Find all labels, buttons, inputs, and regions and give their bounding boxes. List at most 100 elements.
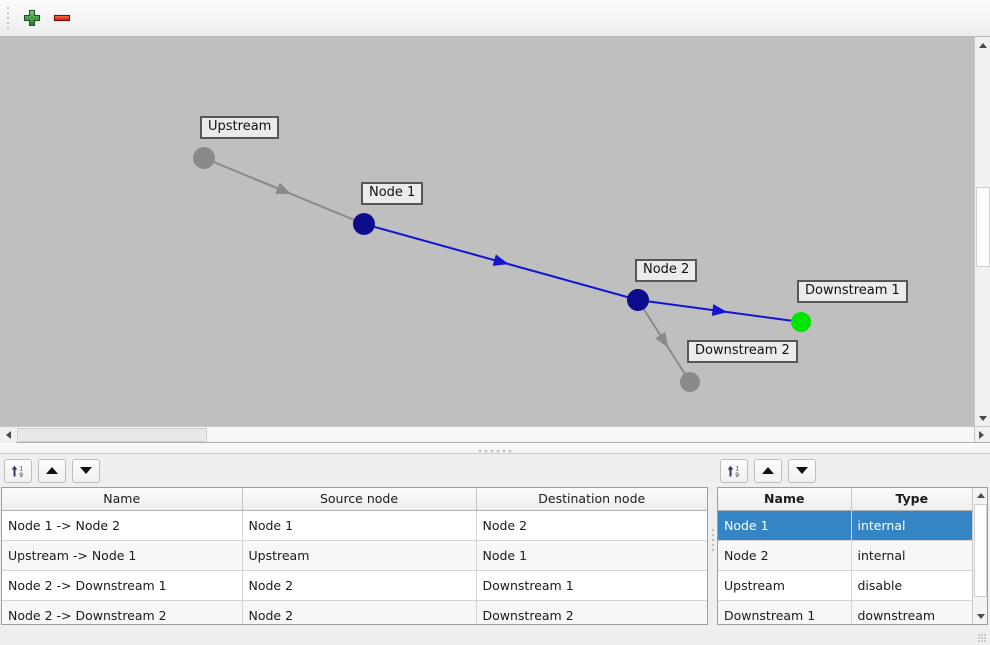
- edges-column-header-2[interactable]: Destination node: [476, 488, 707, 511]
- edges-cell[interactable]: Node 1: [476, 540, 707, 571]
- edges-cell[interactable]: Upstream: [242, 540, 477, 571]
- edge-arrow-icon: [711, 304, 728, 317]
- vertical-splitter[interactable]: [710, 454, 716, 625]
- svg-text:9: 9: [19, 472, 23, 479]
- sort-ascending-icon: 1 9: [11, 465, 23, 479]
- nodes-column-header-1[interactable]: Type: [851, 488, 972, 511]
- graph-node-label-downstream1[interactable]: Downstream 1: [797, 280, 908, 303]
- toolbar-drag-handle[interactable]: [2, 5, 13, 31]
- chevron-up-icon: [976, 493, 985, 498]
- edges-cell[interactable]: Node 2 -> Downstream 2: [2, 600, 243, 624]
- nodes-cell[interactable]: Node 1: [718, 510, 852, 541]
- graph-node-label-node2[interactable]: Node 2: [635, 259, 698, 282]
- nodes-move-up-button[interactable]: [754, 458, 782, 483]
- window-footer: [0, 625, 990, 645]
- edges-move-down-button[interactable]: [72, 458, 100, 483]
- edges-move-up-button[interactable]: [38, 458, 66, 483]
- chevron-down-icon: [976, 614, 985, 619]
- graph-node-downstream1[interactable]: [791, 312, 811, 332]
- svg-text:1: 1: [19, 465, 23, 472]
- edges-cell[interactable]: Node 2: [476, 510, 707, 541]
- nodes-panel-toolbar: 1 9: [716, 454, 990, 487]
- nodes-cell[interactable]: disable: [851, 570, 972, 601]
- canvas-horizontal-scrollbar[interactable]: [0, 426, 974, 443]
- canvas-scroll-up-button[interactable]: [975, 37, 990, 53]
- nodes-cell[interactable]: Downstream 1: [718, 600, 852, 624]
- nodes-scroll-thumb[interactable]: [974, 504, 987, 597]
- triangle-down-icon: [80, 467, 92, 474]
- sort-ascending-icon: 1 9: [727, 465, 739, 479]
- nodes-cell[interactable]: internal: [851, 510, 972, 541]
- canvas-horizontal-scroll-thumb[interactable]: [17, 428, 207, 442]
- nodes-table-scrollbar[interactable]: [972, 488, 987, 624]
- nodes-scroll-up-button[interactable]: [973, 488, 987, 503]
- edge-arrow-icon: [275, 182, 292, 195]
- remove-node-button[interactable]: [47, 4, 77, 32]
- edge-arrow-icon: [492, 254, 509, 266]
- nodes-move-down-button[interactable]: [788, 458, 816, 483]
- edges-cell[interactable]: Node 2: [242, 570, 477, 601]
- canvas-vertical-scrollbar[interactable]: [974, 37, 990, 426]
- graph-node-label-upstream[interactable]: Upstream: [200, 116, 280, 139]
- graph-node-label-downstream2[interactable]: Downstream 2: [687, 340, 798, 363]
- edges-column-header-1[interactable]: Source node: [242, 488, 477, 511]
- add-node-button[interactable]: [17, 4, 47, 32]
- triangle-down-icon: [796, 467, 808, 474]
- scrollbar-corner: [974, 426, 990, 442]
- nodes-scroll-down-button[interactable]: [973, 609, 987, 624]
- nodes-cell[interactable]: Node 2: [718, 540, 852, 571]
- graph-edges-layer: [193, 147, 811, 392]
- horizontal-splitter[interactable]: [0, 443, 990, 454]
- triangle-up-icon: [762, 467, 774, 474]
- edges-cell[interactable]: Downstream 2: [476, 600, 707, 624]
- nodes-cell[interactable]: Upstream: [718, 570, 852, 601]
- canvas-scroll-down-button[interactable]: [975, 410, 990, 426]
- edges-sort-button[interactable]: 1 9: [4, 458, 32, 483]
- edges-cell[interactable]: Node 1: [242, 510, 477, 541]
- graph-node-upstream[interactable]: [193, 147, 215, 169]
- edges-panel-toolbar: 1 9: [0, 454, 710, 487]
- nodes-sort-button[interactable]: 1 9: [720, 458, 748, 483]
- main-toolbar: [0, 0, 990, 37]
- graph-node-node1[interactable]: [353, 213, 375, 235]
- canvas-vertical-scroll-thumb[interactable]: [976, 187, 990, 267]
- svg-text:1: 1: [735, 465, 739, 472]
- nodes-cell[interactable]: internal: [851, 540, 972, 571]
- canvas-scroll-left-button[interactable]: [0, 427, 16, 443]
- edges-cell[interactable]: Node 1 -> Node 2: [2, 510, 243, 541]
- graph-node-label-node1[interactable]: Node 1: [361, 182, 424, 205]
- resize-grip[interactable]: [978, 634, 988, 644]
- graph-node-downstream2[interactable]: [680, 372, 700, 392]
- edges-cell[interactable]: Downstream 1: [476, 570, 707, 601]
- edges-cell[interactable]: Upstream -> Node 1: [2, 540, 243, 571]
- triangle-up-icon: [46, 467, 58, 474]
- edges-column-header-0[interactable]: Name: [2, 488, 243, 511]
- nodes-cell[interactable]: downstream: [851, 600, 972, 624]
- edges-cell[interactable]: Node 2: [242, 600, 477, 624]
- edges-cell[interactable]: Node 2 -> Downstream 1: [2, 570, 243, 601]
- nodes-column-header-0[interactable]: Name: [718, 488, 852, 511]
- graph-node-node2[interactable]: [627, 289, 649, 311]
